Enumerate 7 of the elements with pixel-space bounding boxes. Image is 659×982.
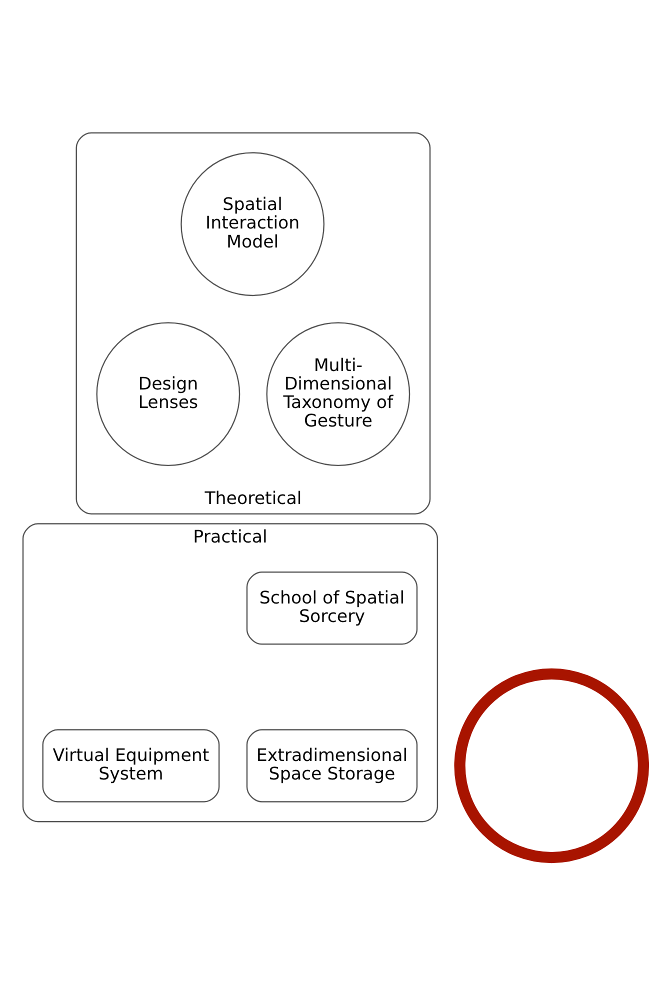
node-box: Virtual Equipment System — [42, 728, 220, 802]
node-circle: Spatial Interaction Model — [180, 152, 325, 296]
node-circle: Design Lenses — [96, 322, 240, 466]
node-circle: Multi-Dimensional Taxonomy of Gesture — [266, 322, 410, 466]
node-box: School of Spatial Sorcery — [246, 571, 418, 644]
node-circle — [454, 668, 650, 863]
node-box: Extradimensional Space Storage — [246, 728, 418, 802]
